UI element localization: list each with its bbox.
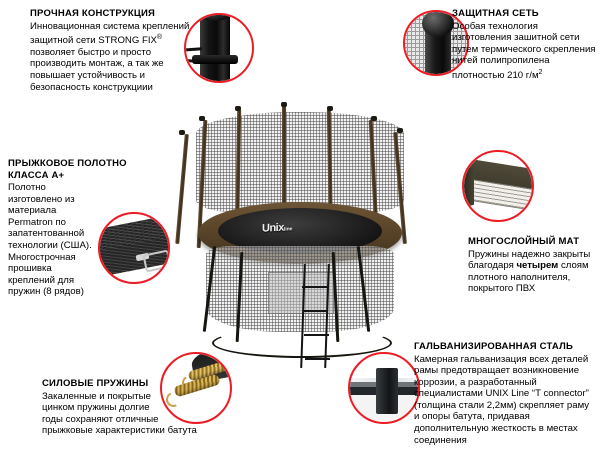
pole-cap [199,116,205,121]
net-entry-door [268,272,334,314]
feature-body: Закаленные и покрытые цинком пружины дол… [42,391,232,437]
feature-line: технологии (США). [8,239,92,251]
feature-title: МНОГОСЛОЙНЫЙ МАТ [468,236,580,247]
feature-power-springs: СИЛОВЫЕ ПРУЖИНЫ Закаленные и покрытые ци… [42,378,232,437]
feature-multilayer-mat: МНОГОСЛОЙНЫЙ МАТ Пружины надежно закрыты… [468,236,600,295]
feature-line: благодаря четырем слоям [468,260,589,272]
pole-cap [397,128,403,133]
feature-line: коррозии, а разработанный [414,376,537,388]
feature-line: Закаленные и покрытые [42,390,151,402]
feature-line: Особая технология [452,20,538,32]
pole-cap [281,102,287,107]
feature-line: плотностью 210 г/м [452,70,539,82]
feature-line: Камерная гальванизация всех деталей [414,353,589,365]
feature-title: ЗАЩИТНАЯ СЕТЬ [452,8,539,19]
feature-body: Камерная гальванизация всех деталей рамы… [414,354,600,447]
feature-line: плотного наполнителя, [468,271,571,283]
pole-cap [327,106,333,111]
brand-logo-sub: line [283,226,293,233]
feature-body: Инновационная система креплений защитной… [30,21,195,94]
feature-line: производить монтаж, а так же [30,58,164,70]
feature-line: Многострочная [8,251,76,263]
feature-line: повышает устойчивость и [30,70,145,82]
feature-line: безопасность конструкциии [30,81,153,93]
feature-line: защитной сети STRONG FIX [30,35,157,47]
feature-line: и опоры батута, придавая [414,411,530,423]
enclosure-pole [175,134,189,244]
callout-spring-icon [160,352,232,424]
callout-multilayer-pad-icon [462,150,534,222]
feature-line: запатентованной [8,228,85,240]
feature-safety-net: ЗАЩИТНАЯ СЕТЬ Особая технология изготовл… [452,8,600,82]
ladder-step [303,310,328,312]
feature-line: рамы предотвращает возникновение [414,365,580,377]
feature-line: изготовления зашитной сети [452,32,580,44]
brand-logo-main: Unix [262,221,284,235]
feature-line: прошивка [8,263,52,275]
enclosure-pole [282,106,286,246]
feature-title: ГАЛЬВАНИЗИРОВАННАЯ СТАЛЬ [414,341,573,352]
feature-line: Инновационная система креплений [30,20,190,32]
feature-line: позволяет быстро и просто [30,46,152,58]
brand-logo: Unixline [262,221,292,235]
ladder-step [305,358,330,360]
callout-pole-clamp-icon [184,13,254,83]
feature-body: Полотно изготовлено из материала Permatr… [8,182,100,298]
feature-title: СИЛОВЫЕ ПРУЖИНЫ [42,378,149,389]
feature-title-line1: ПРЫЖКОВОЕ ПОЛОТНО [8,158,127,169]
registered-trademark-icon: ® [156,34,163,42]
feature-line: специалистами UNIX Line “T connector” [414,388,589,400]
feature-line: путем термического скрепления [452,43,596,55]
feature-title-line2: КЛАССА А+ [8,169,65,181]
feature-line: креплений для [8,274,75,286]
feature-line: соединения [414,434,467,446]
callout-t-connector-icon [348,352,420,424]
callout-net-pole-cap-icon [403,10,469,76]
feature-title: ПРОЧНАЯ КОНСТРУКЦИЯ [30,8,156,19]
feature-line: цинком пружины долгие [42,402,150,414]
ladder-step [304,334,329,336]
feature-jump-mat: ПРЫЖКОВОЕ ПОЛОТНО КЛАССА А+ Полотно изго… [8,158,158,298]
pole-cap [179,130,185,135]
feature-line: пружин (8 рядов) [8,286,84,298]
ladder-step [302,286,327,288]
feature-line: покрытого ПВХ [468,283,536,295]
superscript-square: 2 [538,68,543,76]
feature-title: ПРЫЖКОВОЕ ПОЛОТНО КЛАССА А+ [8,158,158,181]
feature-strong-construction: ПРОЧНАЯ КОНСТРУКЦИЯ Инновационная систем… [30,8,195,93]
pole-cap [371,116,377,121]
pole-cap [235,106,241,111]
feature-line: прыжковые характеристики батута [42,425,197,437]
feature-line: Пружины надежно закрыты [468,248,591,260]
feature-line: годы сохраняют отличные [42,413,159,425]
callout-jump-mat-weave-icon [98,212,170,284]
feature-galvanized-steel: ГАЛЬВАНИЗИРОВАННАЯ СТАЛЬ Камерная гальва… [414,341,600,446]
feature-line: нитей полипропилена [452,55,550,67]
feature-line: (толщина стали 2,2мм) скрепляет раму [414,399,590,411]
feature-line: Полотно изготовлено из [8,182,75,205]
feature-body: Особая технология изготовления зашитной … [452,21,600,82]
trampoline-illustration: Unixline [175,96,424,369]
feature-line: дополнительную жесткость в местах [414,423,578,435]
feature-line: материала Permatron по [8,205,66,228]
feature-body: Пружины надежно закрыты благодаря четыре… [468,249,600,295]
